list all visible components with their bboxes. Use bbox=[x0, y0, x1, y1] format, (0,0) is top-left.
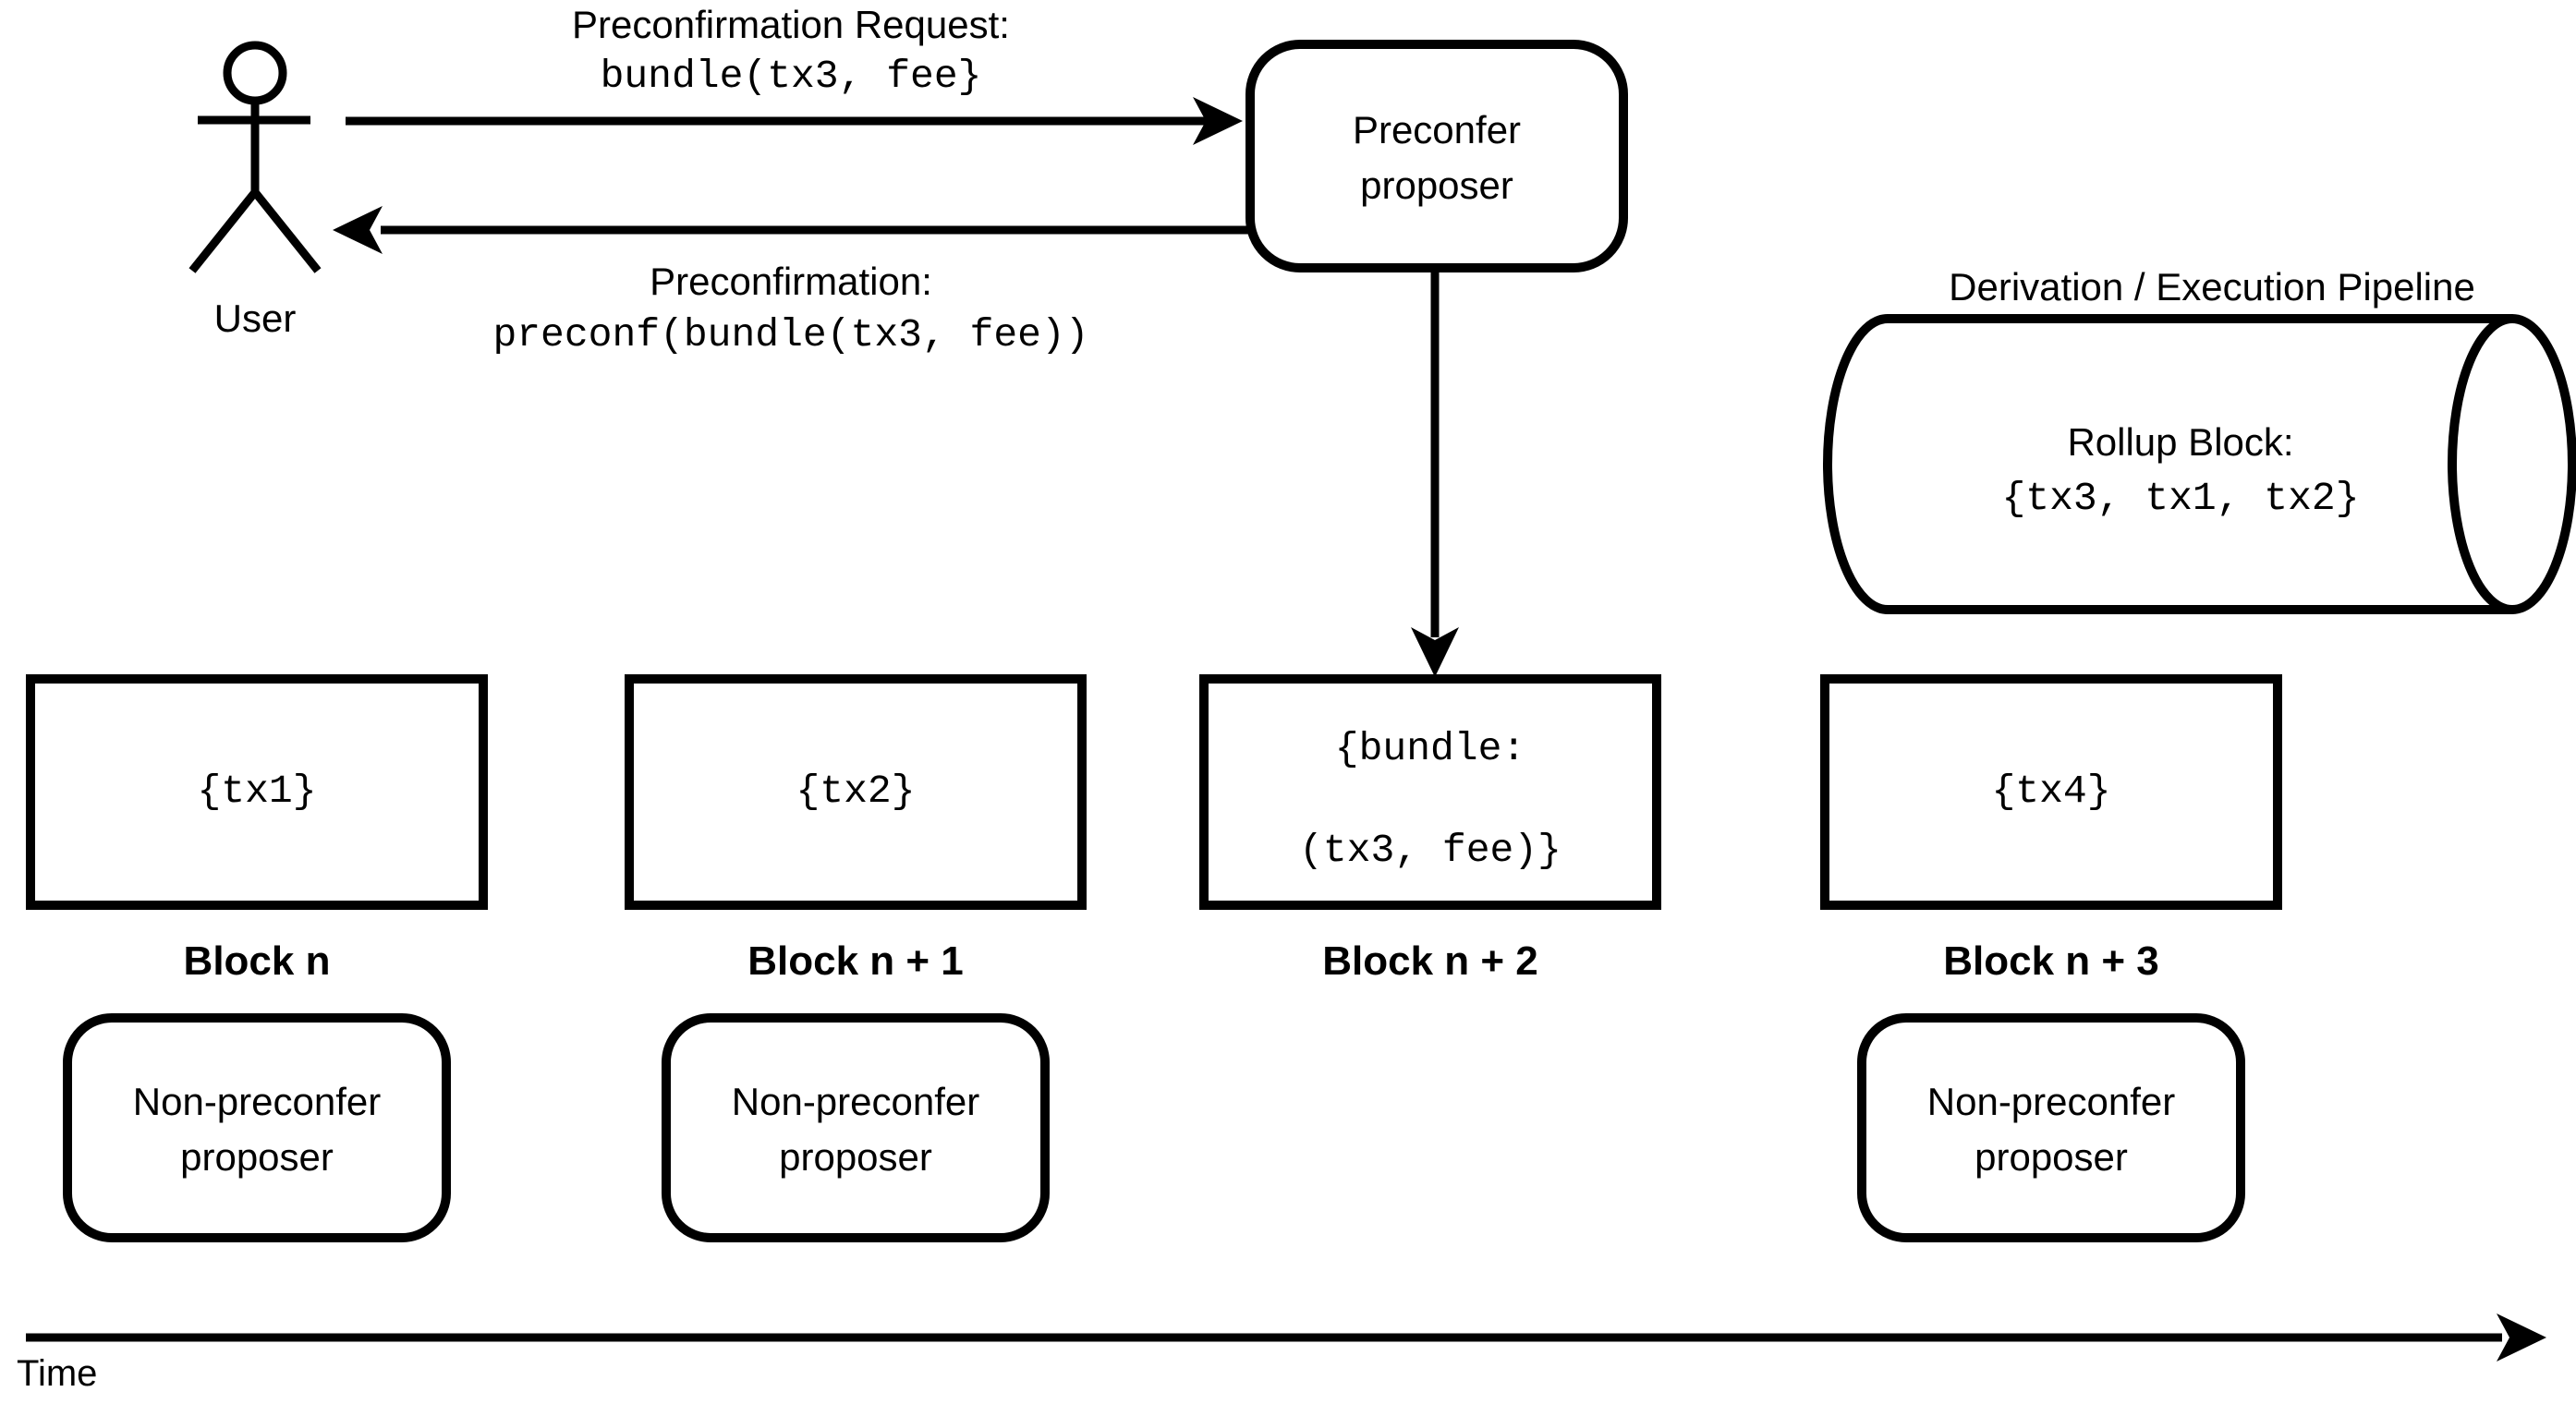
block-rect-n1 bbox=[625, 674, 1087, 910]
response-label: Preconfirmation: bbox=[650, 260, 932, 303]
block-n2-label: Block n + 2 bbox=[1322, 938, 1538, 984]
proposer-n3-label-line2: proposer bbox=[1975, 1135, 2128, 1179]
time-label: Time bbox=[17, 1353, 98, 1394]
block-n1-label: Block n + 1 bbox=[747, 938, 964, 984]
block-rect-n2 bbox=[1199, 674, 1661, 910]
down-arrowhead bbox=[1411, 627, 1459, 677]
proposer-n1-label-line1: Non-preconfer bbox=[731, 1080, 980, 1123]
preconfer-proposer-label-line1: Preconfer bbox=[1352, 108, 1522, 151]
user-leg-left bbox=[188, 189, 259, 273]
block-rect-n bbox=[26, 674, 488, 910]
time-axis-arrowhead bbox=[2497, 1313, 2546, 1362]
proposer-n-label-line1: Non-preconfer bbox=[132, 1080, 382, 1123]
proposer-box-n1 bbox=[662, 1013, 1050, 1242]
block-n3-content: {tx4} bbox=[1991, 769, 2111, 814]
response-code: preconf(bundle(tx3, fee)) bbox=[492, 312, 1089, 357]
rollup-block-code: {tx3, tx1, tx2} bbox=[2001, 476, 2360, 521]
proposer-box-n3 bbox=[1857, 1013, 2245, 1242]
block-n1-content: {tx2} bbox=[796, 769, 916, 814]
block-n2-content-line1: {bundle: bbox=[1334, 726, 1526, 771]
proposer-n1-label-line2: proposer bbox=[779, 1135, 932, 1179]
block-n-content: {tx1} bbox=[197, 769, 317, 814]
request-arrowhead bbox=[1193, 97, 1243, 145]
user-label: User bbox=[213, 297, 297, 340]
pipeline-cylinder-rim bbox=[2448, 314, 2576, 614]
request-code: bundle(tx3, fee} bbox=[600, 54, 982, 99]
proposer-n-label-line2: proposer bbox=[180, 1135, 334, 1179]
request-label: Preconfirmation Request: bbox=[572, 3, 1010, 46]
block-n2-content-line2: (tx3, fee)} bbox=[1299, 828, 1561, 873]
user-figure bbox=[188, 41, 322, 273]
pipeline-title: Derivation / Execution Pipeline bbox=[1949, 265, 2475, 309]
proposer-n3-label-line1: Non-preconfer bbox=[1926, 1080, 2176, 1123]
preconfer-proposer-box bbox=[1245, 40, 1628, 272]
rollup-block-title: Rollup Block: bbox=[2067, 420, 2294, 464]
user-head bbox=[223, 41, 287, 105]
proposer-box-n bbox=[63, 1013, 451, 1242]
pipeline-cylinder bbox=[1823, 314, 2512, 614]
block-n3-label: Block n + 3 bbox=[1943, 938, 2159, 984]
response-arrowhead bbox=[333, 206, 383, 254]
block-n-label: Block n bbox=[183, 938, 331, 984]
preconfer-proposer-label-line2: proposer bbox=[1360, 163, 1513, 207]
block-rect-n3 bbox=[1820, 674, 2282, 910]
user-leg-right bbox=[251, 189, 322, 273]
